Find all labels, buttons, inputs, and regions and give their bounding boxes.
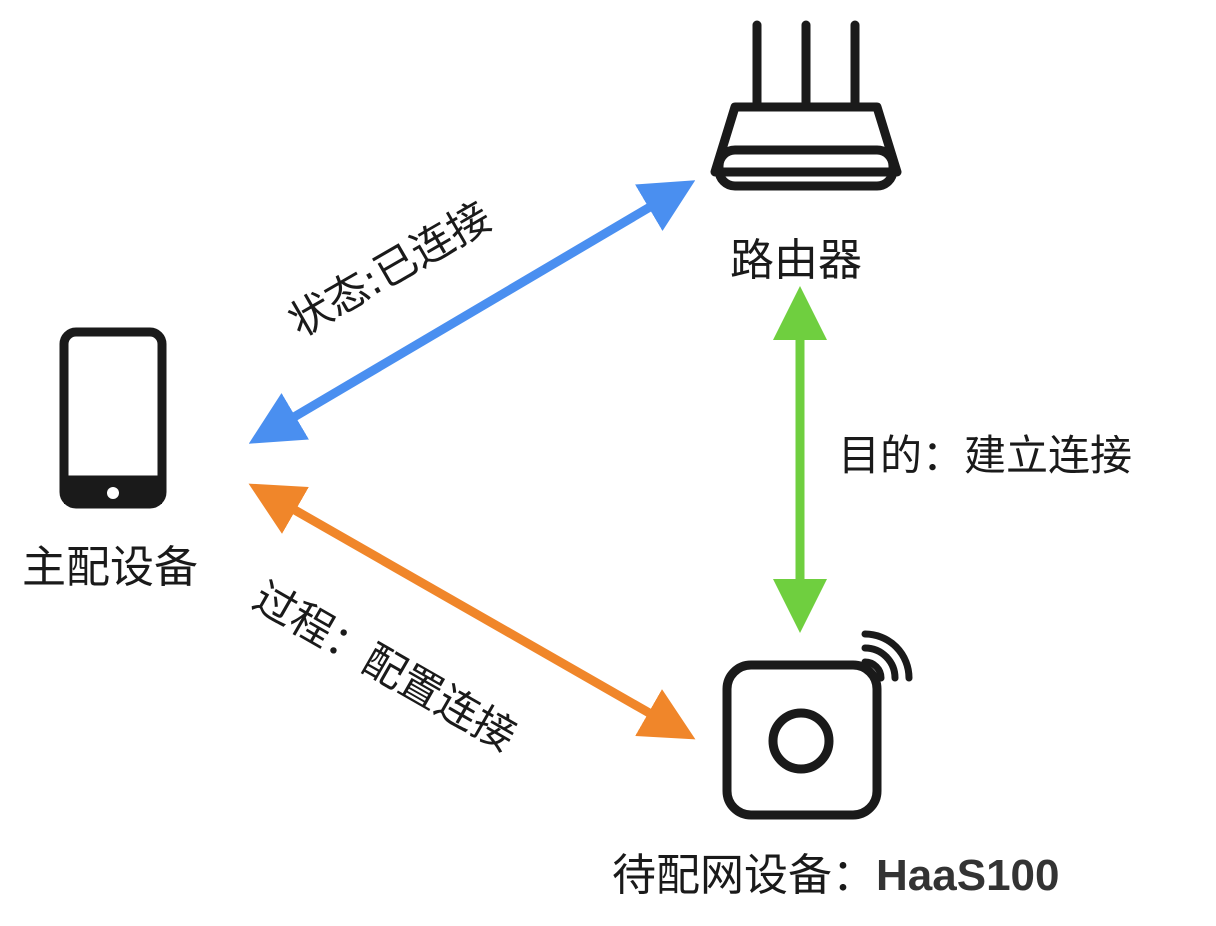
master-device-edge-label: 过程：配置连接 <box>245 572 524 761</box>
master-router-arrow <box>248 180 696 444</box>
target-device-model: HaaS100 <box>876 851 1059 900</box>
router-label: 路由器 <box>730 235 862 286</box>
master-device-label: 主配设备 <box>22 542 198 593</box>
smartphone-icon <box>59 327 167 509</box>
master-router-edge-label: 状态:已连接 <box>281 192 500 347</box>
target-device-label-prefix: 待配网设备： <box>612 850 876 901</box>
target-device-label: 待配网设备：HaaS100 <box>612 850 1059 901</box>
router-icon <box>710 20 902 191</box>
master-device-arrow <box>248 483 696 740</box>
smart-device-wifi-icon <box>722 630 913 820</box>
router-device-edge-label: 目的：建立连接 <box>838 431 1132 480</box>
